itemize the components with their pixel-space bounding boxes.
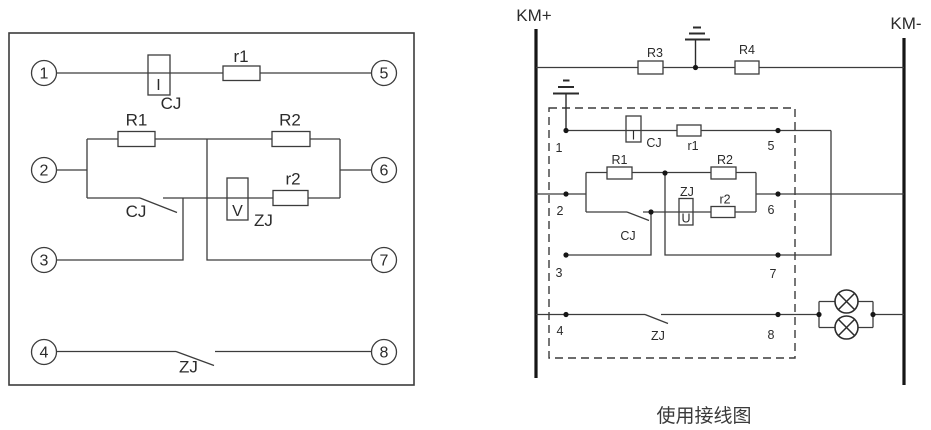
R3-label: R3 — [647, 46, 663, 60]
internal-terminals: 1 2 3 4 5 6 7 8 — [30, 59, 398, 366]
R2-label-wiring: R2 — [717, 153, 733, 167]
resistor-r2 — [272, 189, 309, 207]
terminal-number-4: 4 — [40, 345, 49, 362]
resistor-R4 — [734, 60, 760, 75]
wiring-terminal-8: 8 — [768, 328, 775, 342]
terminal-number-3: 3 — [40, 253, 49, 270]
cj-contact-blade — [139, 197, 178, 214]
cj-contact-label-wiring: CJ — [620, 229, 635, 243]
resistor-R2-wiring — [710, 166, 737, 180]
indicator-lamps — [818, 289, 874, 340]
terminal-circle-1 — [30, 59, 58, 87]
ground-symbol-top — [685, 26, 710, 68]
resistor-R3 — [637, 60, 664, 75]
terminal-circle-5 — [370, 59, 398, 87]
cj-coil-label-wiring: CJ — [646, 136, 661, 150]
wiring-terminal-5: 5 — [768, 139, 775, 153]
voltage-coil-letter: V — [232, 203, 243, 220]
r2-label: r2 — [285, 170, 300, 189]
km-plus-label: KM+ — [516, 6, 552, 25]
zj-coil-letter-wiring: U — [681, 212, 690, 226]
zj-coil-box-wiring — [678, 197, 694, 226]
zj-contact-label: ZJ — [179, 358, 198, 377]
R4-label: R4 — [739, 43, 755, 57]
terminal-number-8: 8 — [380, 345, 389, 362]
cj-contact-blade-wiring — [626, 211, 650, 222]
wiring-terminal-2: 2 — [557, 204, 564, 218]
relay-boundary-dashed — [548, 107, 796, 359]
terminal-circle-6 — [370, 156, 398, 184]
terminal-number-2: 2 — [40, 163, 49, 180]
r1-label: r1 — [233, 47, 248, 66]
terminal-circle-4 — [30, 338, 58, 366]
current-coil-letter-wiring: I — [632, 129, 635, 143]
usage-wiring-diagram: KM+ KM- — [516, 6, 922, 385]
junction-dots — [563, 64, 876, 318]
resistor-r2-wiring — [710, 205, 736, 219]
cj-contact-label: CJ — [126, 202, 147, 221]
R1-label: R1 — [126, 111, 148, 130]
wiring-wires — [536, 66, 904, 316]
resistor-R1 — [117, 130, 156, 148]
R1-label-wiring: R1 — [612, 153, 628, 167]
zj-coil-label-wiring: ZJ — [680, 185, 694, 199]
terminal-number-5: 5 — [380, 66, 389, 83]
voltage-coil-box — [226, 177, 249, 221]
resistor-R2 — [271, 130, 311, 148]
terminal-circle-7 — [370, 246, 398, 274]
relay-case-outline — [8, 32, 415, 386]
current-coil-box — [147, 54, 171, 96]
wiring-terminal-1: 1 — [556, 141, 563, 155]
resistor-R1-wiring — [606, 166, 633, 180]
terminal-circle-8 — [370, 338, 398, 366]
terminal-number-1: 1 — [40, 66, 49, 83]
wiring-terminal-3: 3 — [556, 266, 563, 280]
current-coil-label: CJ — [161, 94, 182, 113]
zj-contact-label-wiring: ZJ — [651, 329, 665, 343]
internal-connection-diagram: 1 2 3 4 5 6 7 8 I CJ r1 R1 R2 r2 V ZJ CJ… — [8, 32, 415, 386]
zj-contact-blade — [175, 350, 215, 367]
wiring-terminal-numbers: 1 2 3 4 5 6 7 8 — [556, 139, 777, 342]
terminal-number-7: 7 — [380, 253, 389, 270]
terminal-number-6: 6 — [380, 163, 389, 180]
r2-label-wiring: r2 — [719, 193, 730, 207]
terminal-circle-3 — [30, 246, 58, 274]
km-minus-label: KM- — [890, 14, 921, 33]
voltage-coil-label: ZJ — [254, 211, 273, 230]
current-coil-letter: I — [156, 77, 160, 94]
wiring-terminal-4: 4 — [557, 324, 564, 338]
diagram-caption: 使用接线图 — [656, 405, 751, 427]
terminal-circle-2 — [30, 156, 58, 184]
current-coil-box-wiring — [625, 115, 642, 143]
zj-contact-blade-wiring — [644, 313, 669, 325]
resistor-r1-wiring — [676, 124, 702, 137]
R2-label: R2 — [279, 111, 301, 130]
r1-label-wiring: r1 — [687, 139, 698, 153]
wiring-terminal-7: 7 — [770, 267, 777, 281]
internal-wires — [56, 72, 372, 353]
resistor-r1 — [222, 65, 261, 82]
wiring-terminal-6: 6 — [768, 203, 775, 217]
ground-symbol-terminal-1 — [553, 79, 579, 131]
